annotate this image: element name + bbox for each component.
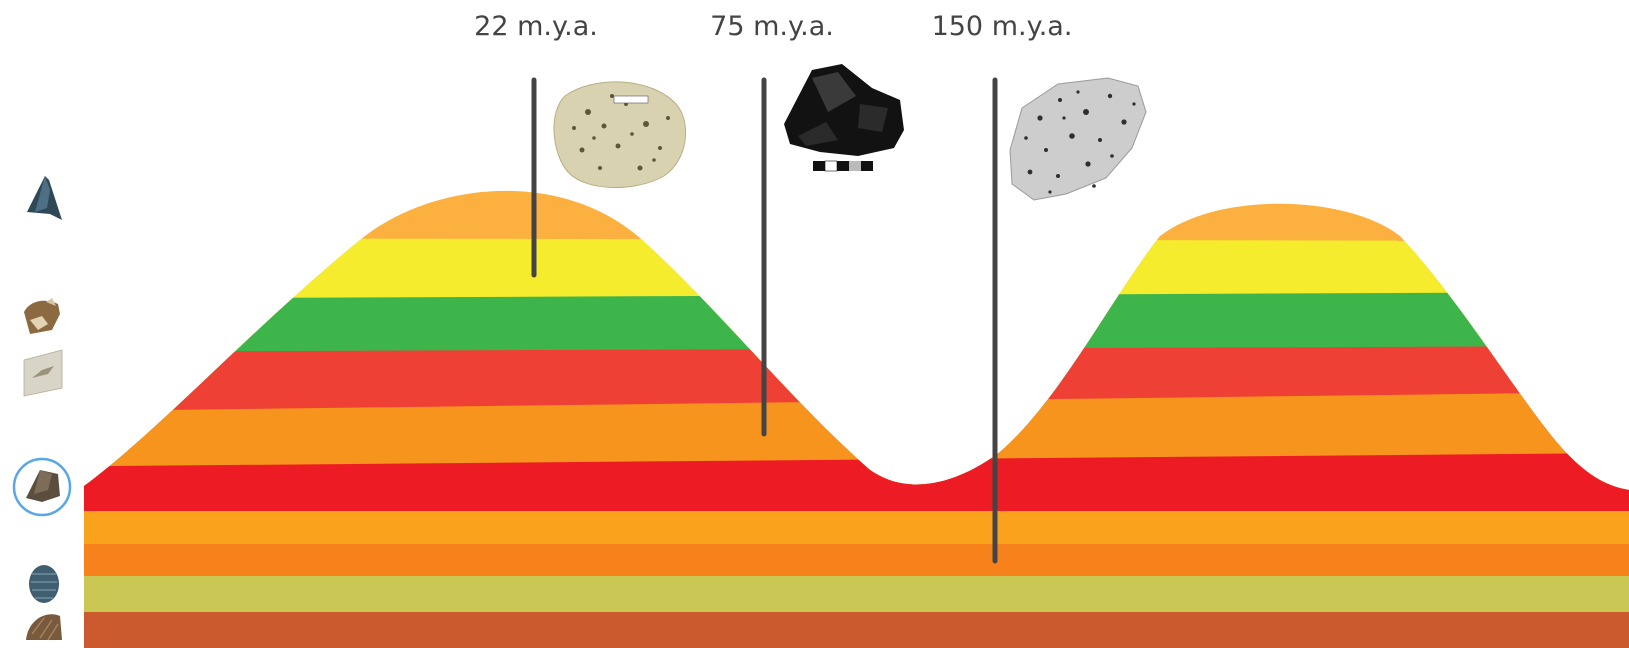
pumice-rock-image[interactable]: [554, 82, 686, 188]
fossil-thumb-jaw-fragment[interactable]: [24, 298, 60, 334]
fossil-sidebar: [14, 176, 70, 640]
obsidian-rock-image[interactable]: [784, 64, 904, 171]
age-label-22: 22 m.y.a.: [474, 11, 598, 42]
age-label-150: 150 m.y.a.: [932, 11, 1073, 42]
fossil-thumb-stone-fragment[interactable]: [14, 459, 70, 515]
age-label-75: 75 m.y.a.: [710, 11, 834, 42]
stratum-brown: [0, 612, 1629, 648]
fossil-thumb-shark-tooth[interactable]: [27, 176, 62, 220]
fossil-thumb-trilobite[interactable]: [29, 565, 59, 603]
fossil-thumb-shell-fossil[interactable]: [26, 614, 62, 640]
scale-bar: [813, 161, 873, 171]
fossil-thumb-fish-fossil-slab[interactable]: [24, 350, 62, 396]
granite-rock-image[interactable]: [1010, 78, 1146, 200]
